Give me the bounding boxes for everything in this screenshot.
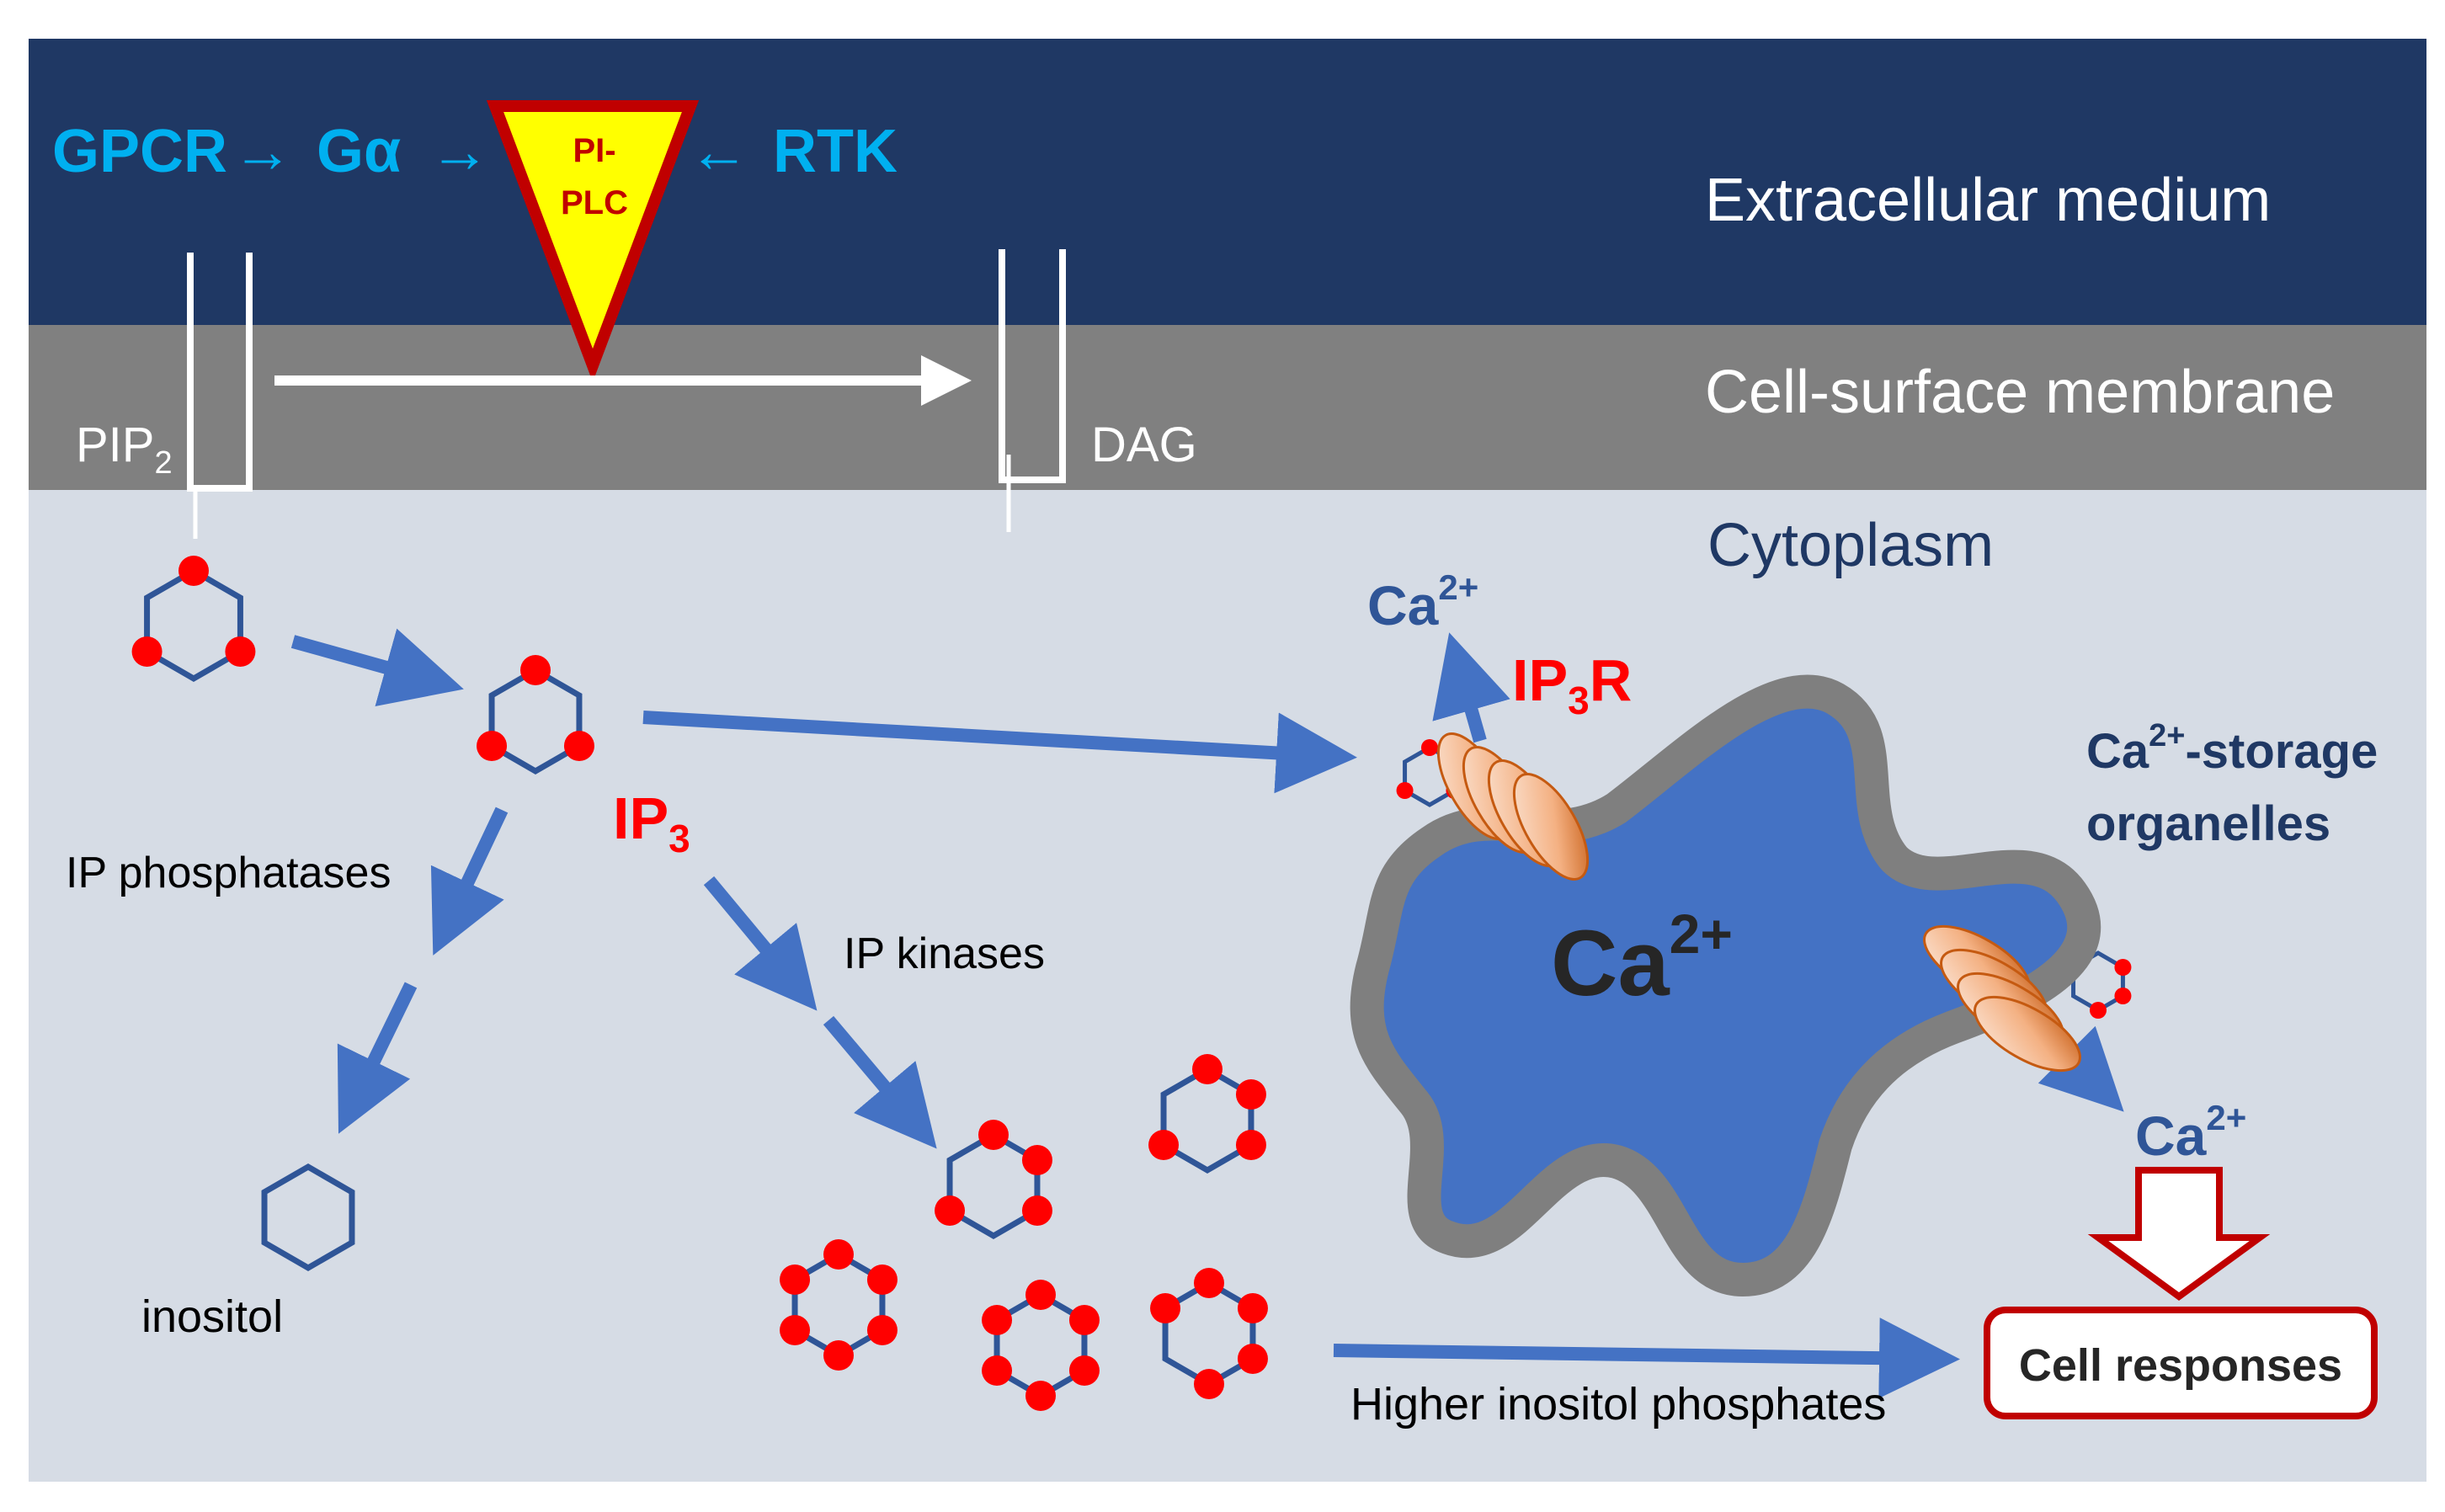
phosphate-dot [1192,1054,1222,1084]
ip3-receptor-top [1436,732,1590,881]
ring-ip6-a [780,1239,898,1371]
ip3-receptor-bottom [1923,924,2081,1073]
phosphate-dot [978,1120,1009,1150]
signaling-chain: GPCR → Gα → ← RTK [52,118,898,185]
pip2-lipid [187,253,253,539]
higher-ip-label: Higher inositol phosphates [1350,1379,1886,1429]
ring-ip3-bound-bottom [2071,950,2132,1019]
extracellular-label: Extracellular medium [1705,167,2271,234]
phosphate-dot [1421,739,1438,756]
arrow-ip3-to-receptor [642,711,1357,794]
arrow-ip3-phosphatase-1 [430,807,509,956]
phosphate-dot [982,1355,1013,1386]
cell-responses-box: Cell responses [1984,1307,2378,1419]
cytoplasm-label: Cytoplasm [1707,512,1994,579]
phosphate-dot [1068,1355,1100,1386]
phosphate-dot [1021,1145,1052,1175]
pi-plc-triangle [486,100,700,382]
phosphate-dot [823,1239,854,1270]
ip3r-label: IP3R [1512,647,1632,722]
membrane-region [29,325,2426,490]
organelle-label-line1: Ca2+-storage [2086,718,2378,779]
arrow-ca-release-top [1432,632,1510,743]
inositol-label: inositol [141,1291,283,1342]
inositol-rings [131,556,2132,1411]
arrow-ip3-kinase-1 [703,876,818,1011]
phosphate-dot [1025,1381,1056,1411]
phosphate-dot [1396,782,1414,799]
hexagon-ring [261,1163,355,1272]
phosphate-dot [1235,1079,1266,1110]
response-down-arrow [2087,1167,2271,1301]
hexagon-ring [144,567,243,683]
phosphate-dot [1194,1268,1224,1298]
ring-ip3 [477,655,594,775]
phosphate-dot [1068,1305,1100,1335]
phosphate-dot [1150,1293,1181,1323]
phosphate-dot [935,1195,966,1226]
gpcr-label: GPCR [52,118,227,185]
pi-plc-label-line1: PI- [573,132,615,169]
arrow-higher-ip-to-responses [1333,1318,1960,1399]
rtk-label: RTK [773,118,898,185]
phosphate-dot [780,1264,811,1295]
hexagon-ring [488,666,583,775]
ring-ip5-a [1148,1054,1266,1174]
membrane-label: Cell-surface membrane [1705,359,2335,426]
phosphate-dot [866,1315,898,1345]
phosphate-dot [2090,1002,2107,1019]
phosphate-dot [866,1264,898,1295]
phosphate-dot [1194,1369,1224,1399]
ring-ip4-a [935,1120,1052,1240]
arrow-right-1: → [232,118,293,185]
phosphate-dot [2114,988,2132,1004]
phosphate-dot [477,731,508,761]
phosphate-dot [1237,1344,1268,1374]
phosphate-dot [780,1315,811,1345]
ca-top-label: Ca2+ [1367,567,1478,636]
ca-release-label: Ca2+ [2135,1098,2246,1167]
phosphate-dot [520,655,551,685]
extracellular-region [29,39,2426,325]
arrow-left-1: ← [689,118,749,185]
phosphate-dot [178,556,209,586]
phosphatases-label: IP phosphatases [66,849,391,897]
phosphate-dot [131,636,162,667]
phosphate-dot [225,636,256,667]
pip2-label: PIP2 [76,418,173,481]
dag-label: DAG [1091,418,1197,472]
cell-responses-label: Cell responses [2019,1340,2342,1391]
ring-ip6-b [982,1280,1100,1411]
phosphate-dot [1021,1195,1052,1226]
organelle-label-line2: organelles [2086,796,2330,851]
phosphate-dot [2114,959,2132,976]
ip3-label: IP3 [613,785,690,860]
arrow-right-2: → [429,118,490,185]
phosphate-dot [1235,1130,1266,1160]
pathway-arrows [290,628,2124,1399]
phosphate-dot [982,1305,1013,1335]
ring-ip6-c [1150,1268,1268,1399]
phosphate-dot [823,1340,854,1371]
arrow-pip2-to-ip3 [290,628,464,707]
galpha-label: Gα [317,118,401,185]
arrow-ip3-phosphatase-2 [337,982,418,1134]
pi-plc-label-line2: PLC [561,184,628,221]
phosphate-dot [1148,1130,1180,1160]
pi-plc-enzyme: PI- PLC [486,100,700,382]
ring-pip2-headgroup [131,556,256,683]
ring-inositol [261,1163,355,1272]
phosphate-dot [563,731,594,761]
kinases-label: IP kinases [844,929,1045,978]
organelle-ca-label: Ca2+ [1551,902,1733,1015]
phosphate-dot [1025,1280,1056,1310]
arrow-ip3-kinase-2 [823,1015,937,1149]
phosphate-dot [1237,1293,1268,1323]
dag-lipid [999,249,1066,532]
